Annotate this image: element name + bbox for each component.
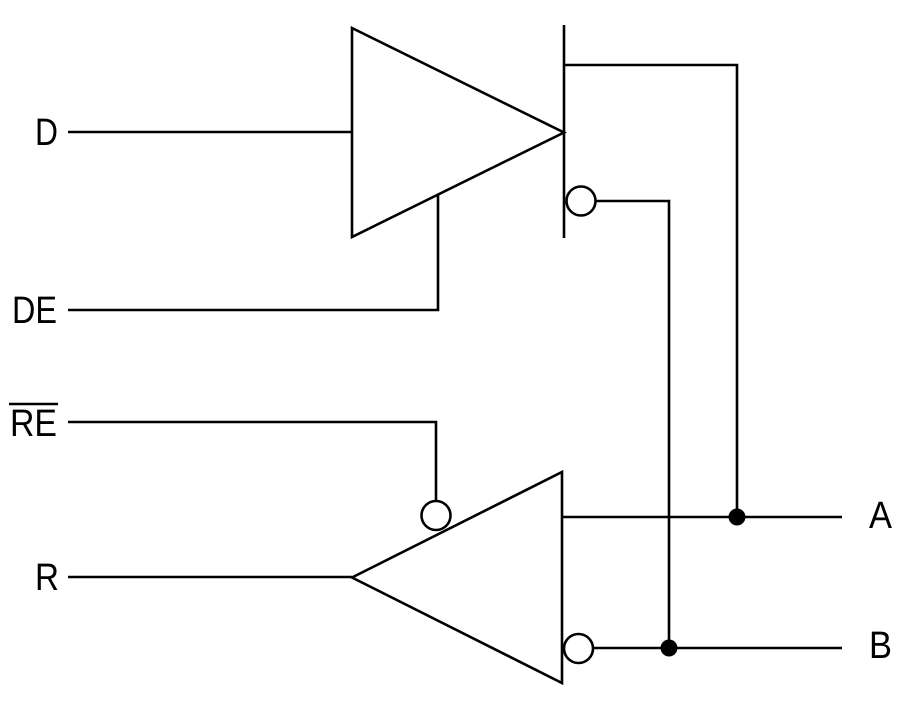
b-pin-label: B [869,625,892,667]
re-input-wire [68,420,438,501]
de-pin-label: DE [12,290,57,332]
re-pin-label: RE [10,403,57,445]
r-pin-label: R [35,557,59,599]
driver-inverting-output-wire [596,199,671,648]
b-junction-dot [660,639,678,657]
a-pin-label: A [869,495,893,537]
a-junction-dot [728,508,746,526]
receiver-enable-inversion-bubble [420,499,452,532]
driver-inversion-bubble [565,185,597,217]
driver-noninverting-output-wire [564,63,739,517]
de-input-wire [68,194,440,312]
receiver-triangle [349,469,564,686]
driver-triangle [350,25,567,240]
d-pin-label: D [35,112,58,154]
receiver-input-inversion-bubble [562,632,595,665]
